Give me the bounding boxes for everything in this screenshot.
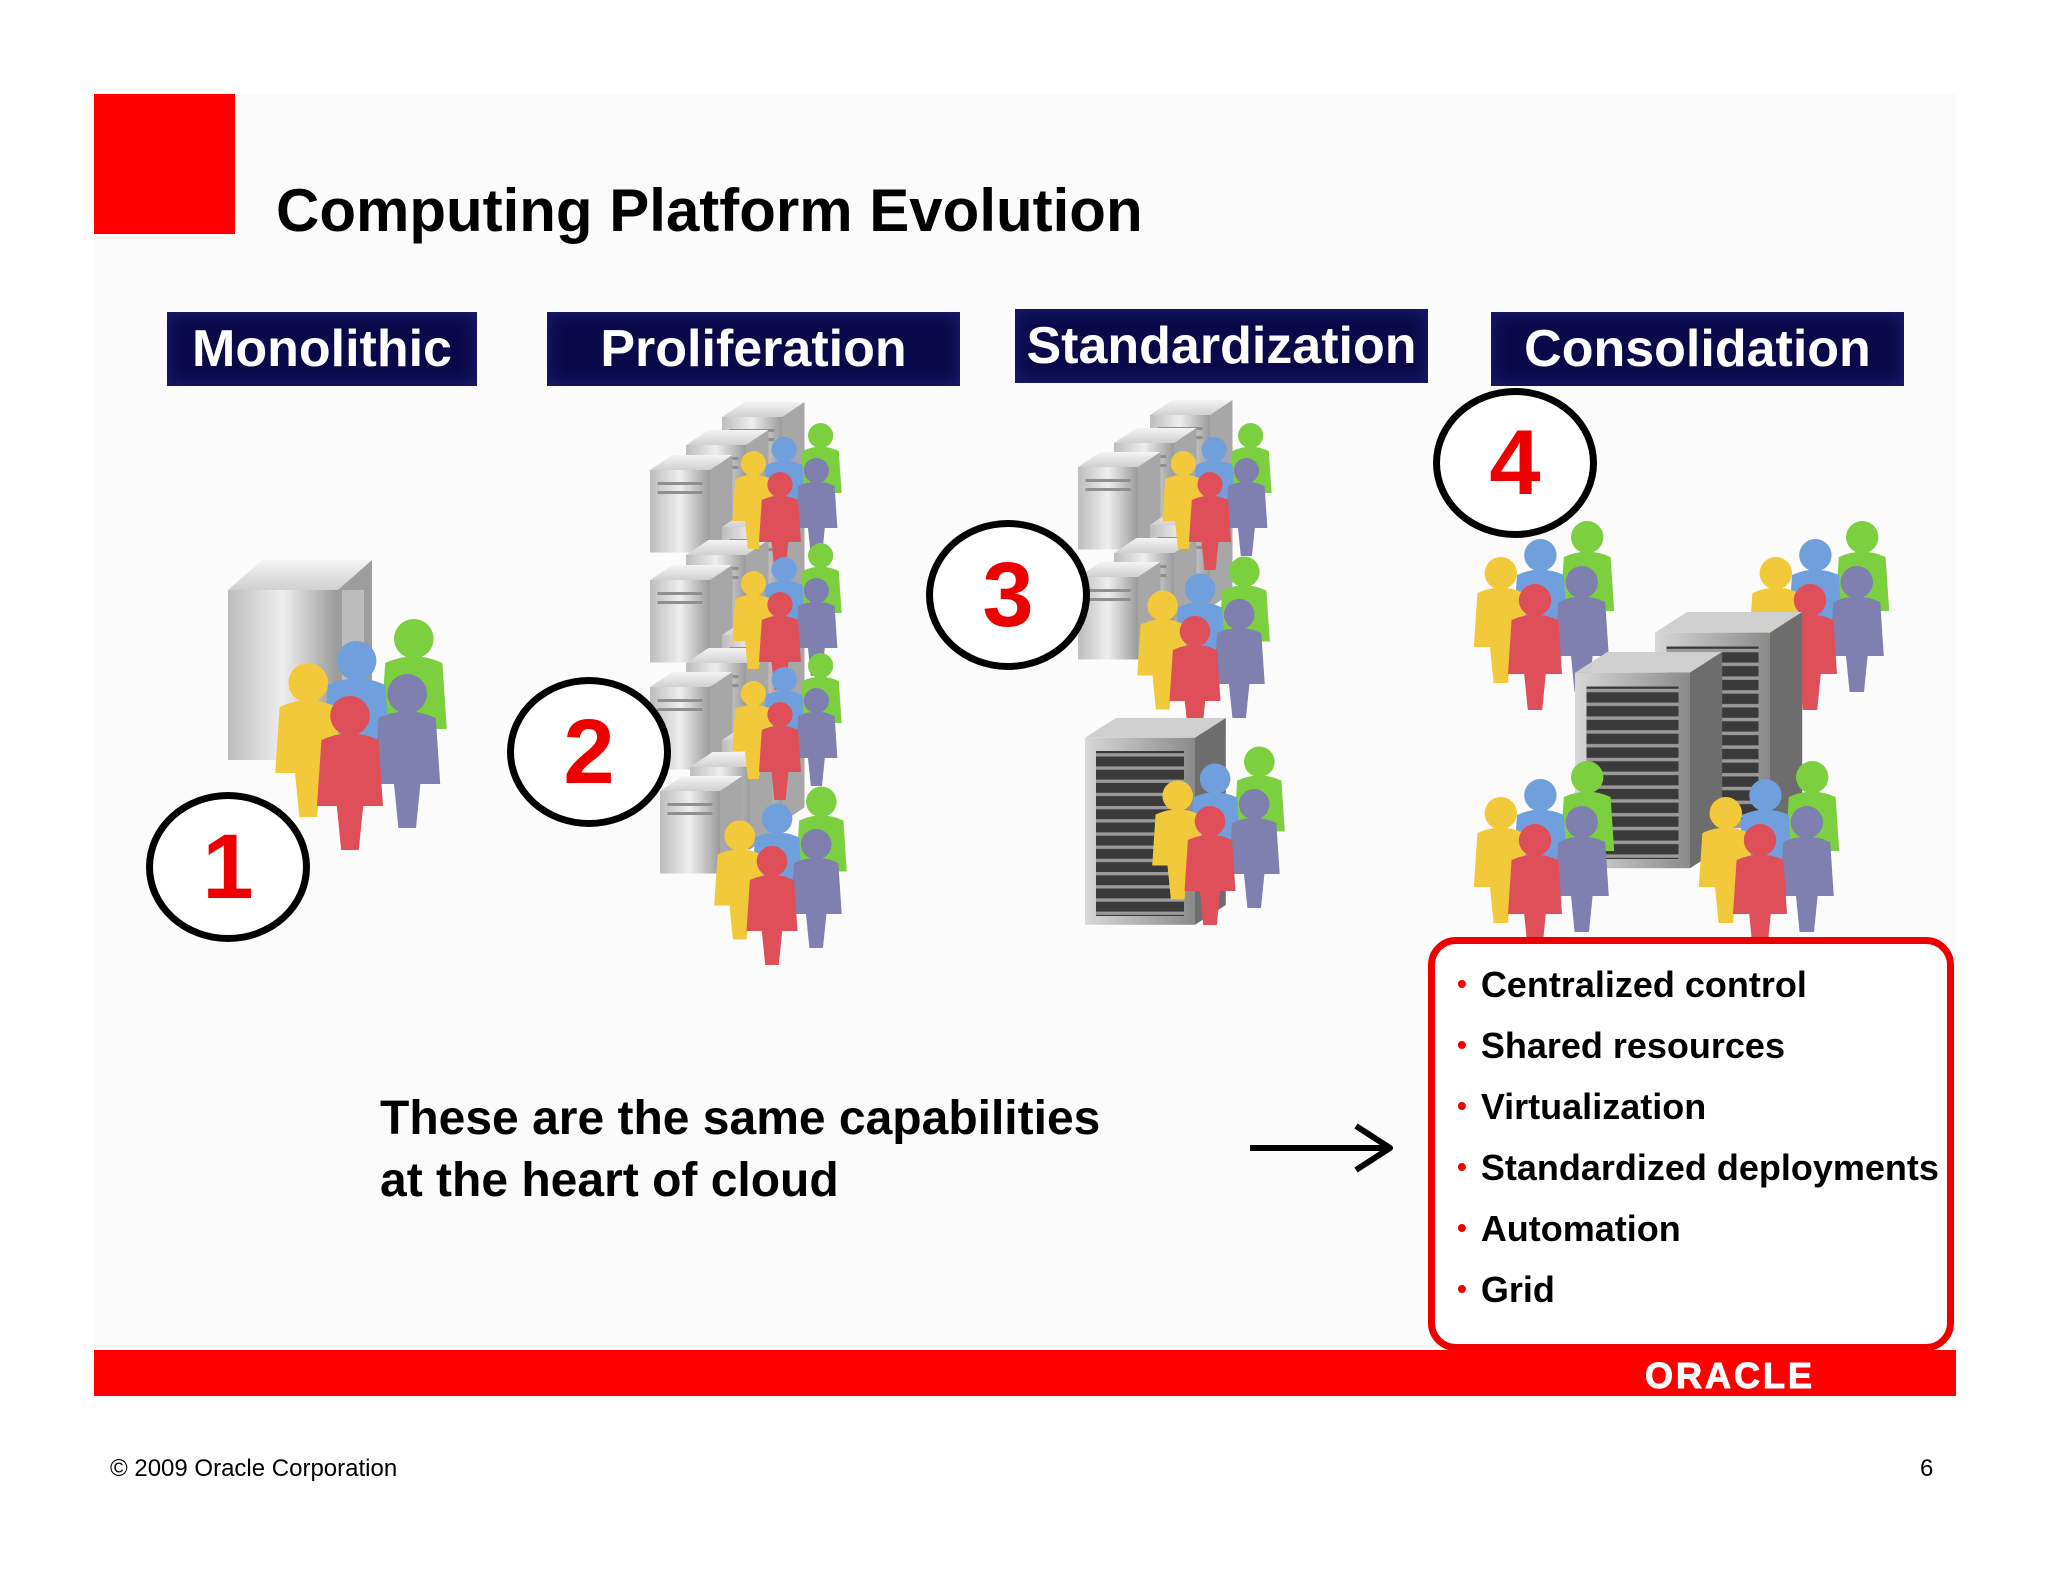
bullet-icon: • <box>1457 1090 1467 1121</box>
people-group-icon-4c <box>1474 761 1614 950</box>
bullet-icon: • <box>1457 1273 1467 1304</box>
capability-item: •Virtualization <box>1457 1086 1707 1127</box>
capabilities-list: •Centralized control •Shared resources •… <box>1457 962 1939 1328</box>
bullet-icon: • <box>1457 1151 1467 1182</box>
capabilities-box: •Centralized control •Shared resources •… <box>1428 937 1954 1351</box>
cloud-message-line-1: These are the same capabilities <box>380 1092 1101 1145</box>
step-badge-4: 4 <box>1433 388 1597 538</box>
bullet-icon: • <box>1457 968 1467 999</box>
capability-item: •Centralized control <box>1457 964 1807 1005</box>
copyright-text: © 2009 Oracle Corporation <box>110 1455 398 1482</box>
capability-item: •Automation <box>1457 1208 1681 1249</box>
cloud-message-line-2: at the heart of cloud <box>380 1154 839 1207</box>
phase-label-standardization: Standardization <box>1015 309 1428 383</box>
step-badge-3: 3 <box>926 520 1090 670</box>
bullet-icon: • <box>1457 1029 1467 1060</box>
bullet-icon: • <box>1457 1212 1467 1243</box>
capability-item: •Shared resources <box>1457 1025 1785 1066</box>
brand-square <box>94 94 235 234</box>
phase-label-proliferation: Proliferation <box>547 312 960 386</box>
footer-bar <box>94 1350 1956 1396</box>
slide-title: Computing Platform Evolution <box>276 177 1143 244</box>
step-badge-1: 1 <box>146 792 310 942</box>
right-arrow-icon <box>1250 1123 1393 1173</box>
phase-label-consolidation: Consolidation <box>1491 312 1904 386</box>
capability-item: •Grid <box>1457 1269 1555 1310</box>
capability-item: •Standardized deployments <box>1457 1147 1939 1188</box>
cloud-message: These are the same capabilities at the h… <box>380 1088 1100 1212</box>
page-number: 6 <box>1920 1455 1934 1482</box>
oracle-logo: ORACLE <box>1645 1355 1815 1397</box>
step-badge-2: 2 <box>507 677 671 827</box>
phase-label-monolithic: Monolithic <box>167 312 477 386</box>
